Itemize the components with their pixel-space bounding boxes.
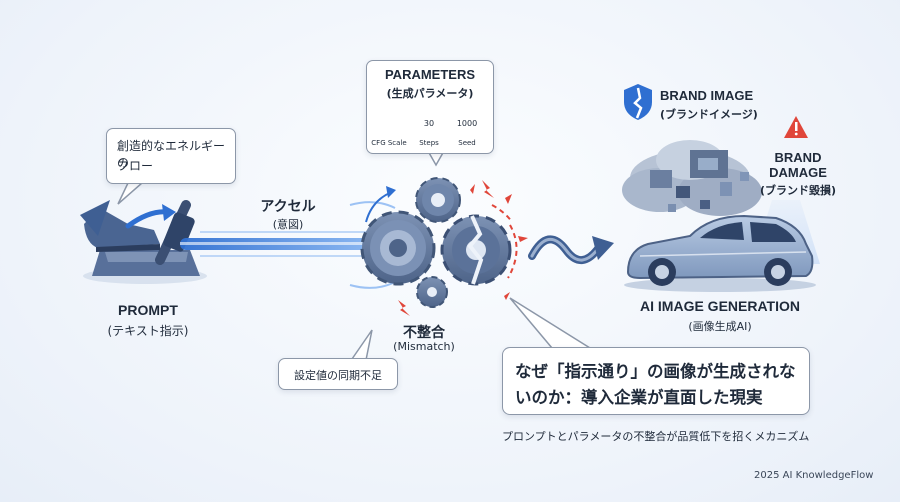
- dial-seed-value: 1000: [456, 119, 478, 128]
- prompt-bubble-tail: [117, 182, 144, 205]
- mismatch-title: 不整合: [403, 325, 445, 341]
- broken-shield-icon: [624, 84, 652, 120]
- mismatch-bubble-tail: [350, 329, 373, 361]
- brand-image-title: BRAND IMAGE: [660, 88, 754, 103]
- car-icon: [624, 214, 816, 292]
- gear-cluster-icon: [360, 177, 518, 308]
- dial-cfg-label: CFG Scale: [371, 139, 407, 147]
- brand-damage-line2: DAMAGE: [769, 165, 827, 180]
- spark-icon: [398, 180, 528, 316]
- parameters-subtitle: (生成パラメータ): [386, 87, 474, 100]
- headline-bubble-tail: [509, 297, 593, 349]
- dial-steps-label: Steps: [419, 139, 439, 147]
- mismatch-bubble-text: 設定値の同期不足: [294, 369, 382, 382]
- headline-bubble: なぜ「指示通り」の画像が生成されな いのか：導入企業が直面した現実: [502, 347, 810, 415]
- ai-generation-title: AI IMAGE GENERATION: [640, 298, 800, 314]
- parameters-title: PARAMETERS: [384, 67, 476, 82]
- brand-damage-subtitle: (ブランド毀損): [759, 184, 837, 197]
- prompt-bubble-line1: 創造的なエネルギーの: [117, 139, 226, 170]
- headline-line1: なぜ「指示通り」の画像が生成されな: [515, 362, 796, 381]
- brand-image-subtitle: (ブランドイメージ): [660, 108, 758, 121]
- parameters-bubble: PARAMETERS (生成パラメータ) 30 1000 CFG Scale S…: [366, 60, 494, 154]
- warning-icon: [784, 116, 808, 138]
- accel-subtitle: (意図): [272, 218, 304, 231]
- mismatch-subtitle: (Mismatch): [393, 340, 455, 353]
- ai-generation-subtitle: (画像生成AI): [688, 320, 752, 333]
- dial-steps-value: 30: [423, 119, 435, 128]
- prompt-title: PROMPT: [118, 302, 178, 318]
- headline-line2: いのか：導入企業が直面した現実: [515, 388, 763, 407]
- footer-credit: 2025 AI KnowledgeFlow: [754, 470, 874, 481]
- prompt-subtitle: (テキスト指示): [107, 324, 189, 338]
- mismatch-bubble: 設定値の同期不足: [278, 358, 398, 390]
- prompt-bubble-line2: フロー: [117, 159, 154, 173]
- output-arrow: [528, 235, 614, 264]
- caption: プロンプトとパラメータの不整合が品質低下を招くメカニズム: [502, 430, 810, 443]
- prompt-bubble: 創造的なエネルギーの フロー: [106, 128, 236, 184]
- brand-damage-line1: BRAND: [774, 150, 822, 165]
- accel-title: アクセル: [260, 199, 316, 215]
- corrupted-cloud-icon: [622, 140, 762, 216]
- pedal-icon: [80, 200, 207, 284]
- energy-beam: [180, 201, 396, 289]
- dial-seed-label: Seed: [458, 139, 476, 147]
